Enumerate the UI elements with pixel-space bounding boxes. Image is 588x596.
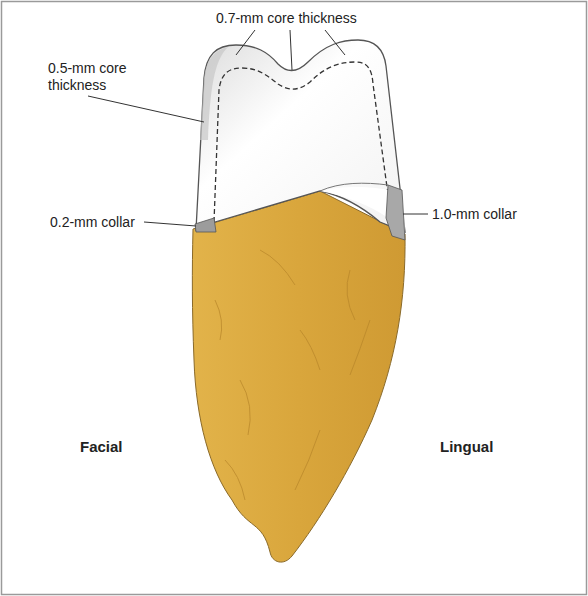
margin-line [320, 183, 388, 191]
dimension-label: 0.5-mm core thickness [48, 60, 148, 94]
tooth-root [192, 191, 405, 562]
dimension-label: 0.7-mm core thickness [216, 10, 386, 27]
root-texture [215, 250, 370, 500]
side-label: Facial [80, 438, 160, 455]
dimension-label: 1.0-mm collar [432, 206, 552, 223]
facial-collar [195, 218, 216, 232]
lingual-collar [386, 185, 405, 240]
core-shade [200, 47, 228, 140]
dimension-label: 0.2-mm collar [50, 214, 150, 231]
leader-lines [88, 30, 428, 226]
side-label: Lingual [440, 438, 530, 455]
